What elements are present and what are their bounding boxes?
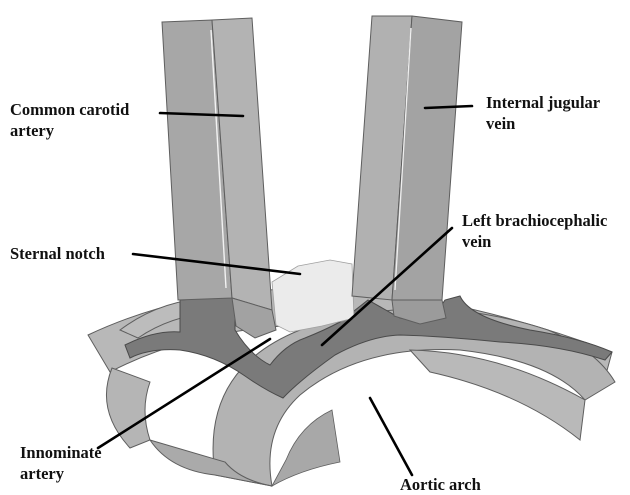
label-common-carotid-artery: Common carotid artery [10,99,129,141]
leader-aortic-arch [370,398,412,475]
sternal-notch-shape [272,260,354,332]
label-internal-jugular-vein: Internal jugular vein [486,92,600,134]
common-carotid-shape [162,18,276,338]
label-sternal-notch: Sternal notch [10,243,105,264]
label-left-brachiocephalic-vein: Left brachiocephalic vein [462,210,607,252]
internal-jugular-shape [352,16,462,324]
label-aortic-arch: Aortic arch [400,474,481,495]
label-innominate-artery: Innominate artery [20,442,102,484]
